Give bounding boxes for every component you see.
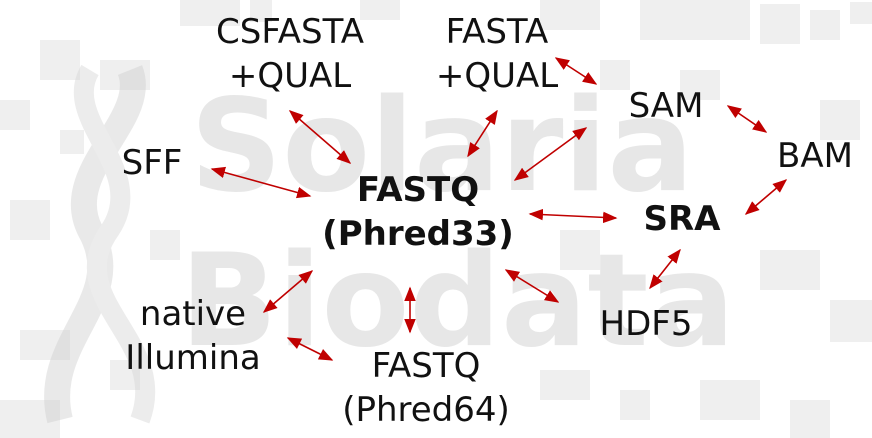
node-sam: SAM <box>629 84 704 128</box>
node-native-illumina: native Illumina <box>125 292 260 380</box>
node-fastq-phred33-line-1: FASTQ <box>356 170 480 210</box>
node-fastq-phred64: FASTQ (Phred64) <box>342 344 510 432</box>
background-helix <box>44 64 156 424</box>
node-csfasta-qual-line-2: +QUAL <box>228 56 352 96</box>
edge-bam-sra <box>744 179 788 215</box>
edge-sff-fastq33 <box>210 166 312 199</box>
node-fastq-phred33: FASTQ (Phred33) <box>322 168 514 256</box>
node-fasta-qual-line-1: FASTA <box>445 12 549 52</box>
node-sam-label: SAM <box>628 86 704 126</box>
node-bam: BAM <box>777 134 853 178</box>
edge-arrows <box>210 57 788 361</box>
node-hdf5: HDF5 <box>600 302 693 346</box>
node-native-illumina-line-1: native <box>139 294 247 334</box>
node-fastq-phred33-line-2: (Phred33) <box>322 214 514 254</box>
edge-fasta-fastq33 <box>467 109 498 158</box>
edge-fastq33-native <box>262 270 314 313</box>
edge-sam-bam <box>726 105 768 133</box>
node-sra-label: SRA <box>643 199 721 239</box>
edge-sam-fastq33 <box>513 127 588 181</box>
node-native-illumina-line-2: Illumina <box>125 338 261 378</box>
node-fastq-phred64-line-1: FASTQ <box>371 346 481 386</box>
node-fasta-qual-line-2: +QUAL <box>435 56 559 96</box>
node-sra: SRA <box>644 197 721 241</box>
edge-fasta-sam <box>554 57 598 85</box>
node-sff-label: SFF <box>121 143 183 183</box>
node-fasta-qual: FASTA +QUAL <box>436 10 558 98</box>
node-bam-label: BAM <box>777 136 853 176</box>
edge-csfasta-fastq33 <box>288 110 352 164</box>
node-fastq-phred64-line-2: (Phred64) <box>342 390 510 430</box>
node-csfasta-qual: CSFASTA +QUAL <box>216 10 364 98</box>
node-sff: SFF <box>122 141 183 185</box>
edge-sra-hdf5 <box>649 248 681 290</box>
edge-native-fastq64 <box>286 337 334 361</box>
node-hdf5-label: HDF5 <box>599 304 693 344</box>
edge-fastq33-sra <box>528 208 618 224</box>
node-csfasta-qual-line-1: CSFASTA <box>216 12 364 52</box>
edge-fastq33-hdf5 <box>504 269 560 303</box>
background-watermark: Solaria Biodata <box>180 72 735 376</box>
